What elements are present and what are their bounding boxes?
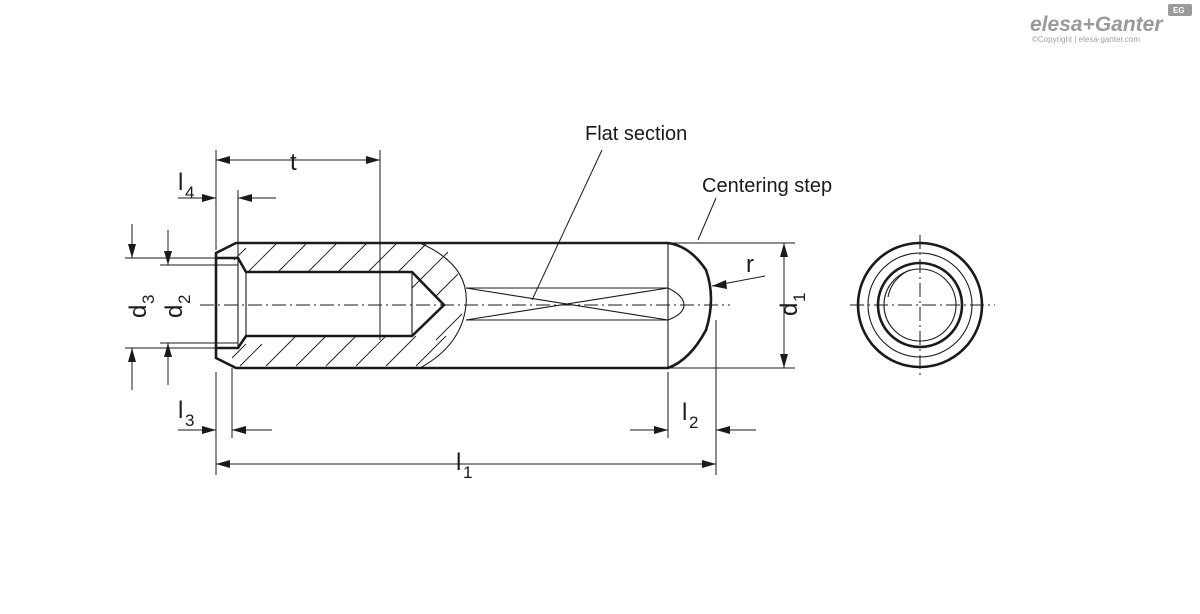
- dim-l2-label: l 2: [682, 399, 698, 432]
- svg-text:l: l: [178, 397, 183, 424]
- copyright-text: ©Copyright | elesa-ganter.com: [1032, 35, 1140, 44]
- dim-l1-label: l 1: [456, 449, 472, 482]
- dimension-lines: [125, 149, 795, 475]
- svg-text:l: l: [682, 399, 687, 426]
- dim-t-label: t: [290, 149, 297, 176]
- svg-text:d: d: [161, 305, 188, 318]
- svg-text:3: 3: [185, 411, 194, 430]
- brand-badge-text: EG: [1173, 6, 1185, 15]
- svg-text:d: d: [125, 305, 152, 318]
- pin-end-view: [850, 235, 995, 378]
- brand-logo-text: elesa+Ganter: [1030, 13, 1164, 36]
- dimension-labels: t l 4 l 3 l 2 l 1 d 3 d 2 d 1 r: [125, 123, 832, 482]
- dim-r-label: r: [746, 251, 754, 278]
- dim-l4-label: l 4: [178, 169, 194, 202]
- dim-d2-label: d 2: [161, 295, 194, 318]
- svg-text:l: l: [456, 449, 461, 476]
- svg-text:d: d: [776, 303, 803, 316]
- svg-text:2: 2: [175, 295, 194, 304]
- dim-d3-label: d 3: [125, 295, 158, 318]
- svg-text:l: l: [178, 169, 183, 196]
- svg-text:1: 1: [790, 293, 809, 302]
- centering-step-label: Centering step: [702, 175, 832, 197]
- dim-d1-label: d 1: [776, 293, 809, 316]
- pin-side-view: [200, 241, 730, 370]
- flat-section-label: Flat section: [585, 123, 687, 145]
- svg-text:3: 3: [139, 295, 158, 304]
- svg-text:2: 2: [689, 413, 698, 432]
- svg-text:1: 1: [463, 463, 472, 482]
- brand-badge-icon: [1168, 4, 1192, 16]
- brand-logo: elesa+Ganter EG ©Copyright | elesa-gante…: [1030, 4, 1192, 44]
- dim-l3-label: l 3: [178, 397, 194, 430]
- svg-text:4: 4: [185, 183, 194, 202]
